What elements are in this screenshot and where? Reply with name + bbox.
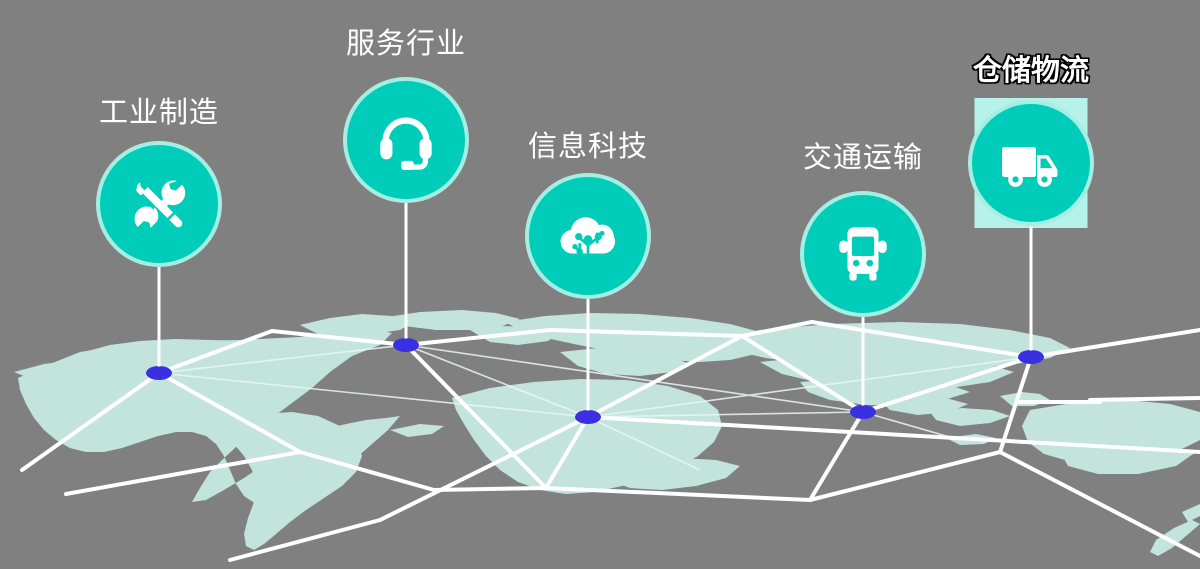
pin-disc[interactable]: [972, 104, 1090, 222]
tools-wrench-screwdriver-icon: [134, 180, 186, 228]
pin-map-node: [393, 338, 419, 352]
pin-stem: [157, 263, 161, 373]
pin-label: 工业制造: [98, 97, 220, 129]
pin-disc[interactable]: [347, 81, 465, 199]
map-landmasses: [14, 310, 1200, 556]
pin-label: 交通运输: [802, 142, 924, 174]
pin-stem: [586, 295, 590, 417]
pin-stem: [861, 313, 865, 412]
pin-label: 仓储物流: [972, 55, 1090, 87]
pin-stem: [404, 199, 408, 345]
pin-stem: [1029, 222, 1033, 357]
pin-disc[interactable]: [100, 145, 218, 263]
delivery-truck-icon: [1002, 147, 1058, 187]
pin-label: 信息科技: [527, 131, 649, 163]
map-routes: [20, 320, 1200, 562]
bus-transit-icon: [839, 227, 887, 281]
pin-map-node: [146, 366, 172, 380]
pin-disc[interactable]: [529, 177, 647, 295]
headset-support-icon: [380, 117, 432, 171]
pin-map-node: [575, 410, 601, 424]
pin-label: 服务行业: [345, 28, 467, 60]
map-routes-soft: [158, 344, 1032, 471]
cloud-circuit-icon: [560, 217, 615, 255]
pin-disc[interactable]: [804, 195, 922, 313]
pin-map-node: [1018, 350, 1044, 364]
pin-map-node: [850, 405, 876, 419]
